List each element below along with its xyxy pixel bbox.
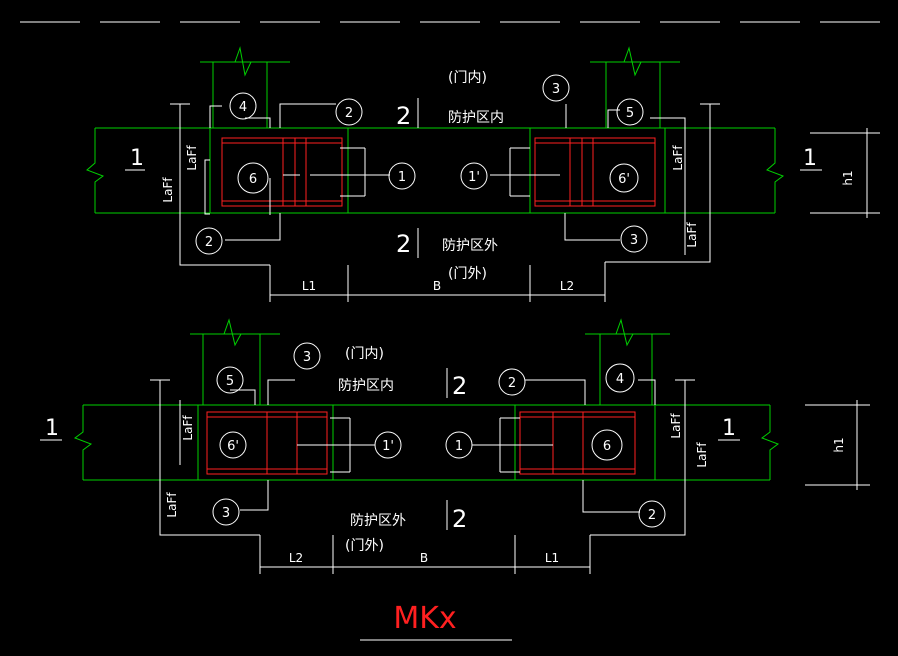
callout-3: 3 <box>222 506 230 521</box>
outside-label: (门外) <box>448 266 487 282</box>
callout-6: 6 <box>603 439 611 454</box>
callout-1: 1 <box>398 170 406 185</box>
drawing-title: MKx <box>360 601 512 641</box>
callout-5: 5 <box>626 106 634 121</box>
bottom-left-rebar <box>206 411 328 475</box>
section-mark-left: 1 <box>45 416 59 441</box>
top-plan: 4 2 3 5 6 1 1' 6' 2 3 (门内) 防护区内 防护区外 (门外… <box>86 46 880 302</box>
callout-3: 3 <box>303 350 311 365</box>
top-wall-outline <box>86 46 785 214</box>
section-number: 2 <box>396 230 411 258</box>
callout-6-prime: 6' <box>618 172 630 187</box>
bottom-callouts <box>212 342 666 528</box>
bottom-labels: (门内) 防护区内 防护区外 (门外) 2 2 1 1 h1 LaFf LaFf… <box>45 346 846 565</box>
section-mark-right: 1 <box>722 416 736 441</box>
inside-zone-label: 防护区内 <box>448 110 504 126</box>
anchorage-label: LaFf <box>185 145 199 171</box>
inside-label: (门内) <box>345 346 384 362</box>
top-right-rebar <box>534 137 656 207</box>
anchorage-label: LaFf <box>669 413 683 439</box>
callout-6: 6 <box>249 172 257 187</box>
section-number: 2 <box>452 372 467 400</box>
inside-zone-label: 防护区内 <box>338 378 394 394</box>
outside-zone-label: 防护区外 <box>442 238 498 254</box>
callout-1-prime: 1' <box>468 170 480 185</box>
callout-2: 2 <box>205 235 213 250</box>
top-callout-labels: 4 2 3 5 6 1 1' 6' 2 3 <box>205 82 638 250</box>
callout-2: 2 <box>648 508 656 523</box>
top-leaders <box>125 98 880 302</box>
inside-label: (门内) <box>448 70 487 86</box>
dim-label: L1 <box>302 279 316 293</box>
section-mark-left: 1 <box>130 146 144 171</box>
anchorage-label: LaFf <box>165 492 179 518</box>
callout-4: 4 <box>616 372 624 387</box>
top-callouts <box>195 74 648 255</box>
top-labels: (门内) 防护区内 防护区外 (门外) 2 2 1 1 h1 LaFf LaFf… <box>130 70 855 293</box>
bottom-plan: 5 3 2 4 6' 1' 1 6 3 2 (门内) 防护区内 防护区外 (门外… <box>40 318 870 574</box>
callout-1-prime: 1' <box>382 439 394 454</box>
anchorage-label: LaFf <box>161 177 175 203</box>
outside-label: (门外) <box>345 538 384 554</box>
dim-label: B <box>433 279 441 293</box>
h1-dimension-label: h1 <box>841 170 855 185</box>
dim-label: L2 <box>560 279 574 293</box>
section-number: 2 <box>452 505 467 533</box>
top-left-rebar <box>221 137 343 207</box>
section-mark-right: 1 <box>803 146 817 171</box>
dim-label: L1 <box>545 551 559 565</box>
anchorage-label: LaFf <box>695 442 709 468</box>
callout-4: 4 <box>239 100 247 115</box>
callout-5: 5 <box>226 374 234 389</box>
callout-3: 3 <box>552 82 560 97</box>
callout-3: 3 <box>630 233 638 248</box>
dim-label: B <box>420 551 428 565</box>
dim-label: L2 <box>289 551 303 565</box>
callout-2: 2 <box>345 106 353 121</box>
callout-1: 1 <box>455 439 463 454</box>
anchorage-label: LaFf <box>181 415 195 441</box>
callout-2: 2 <box>508 376 516 391</box>
anchorage-label: LaFf <box>685 222 699 248</box>
h1-dimension-label: h1 <box>832 437 846 452</box>
callout-6-prime: 6' <box>227 439 239 454</box>
bottom-callout-labels: 5 3 2 4 6' 1' 1 6 3 2 <box>222 350 656 523</box>
section-number: 2 <box>396 102 411 130</box>
anchorage-label: LaFf <box>671 145 685 171</box>
bottom-right-rebar <box>519 411 636 475</box>
bottom-leaders <box>40 368 870 574</box>
outside-zone-label: 防护区外 <box>350 513 406 529</box>
title-text: MKx <box>393 601 456 636</box>
